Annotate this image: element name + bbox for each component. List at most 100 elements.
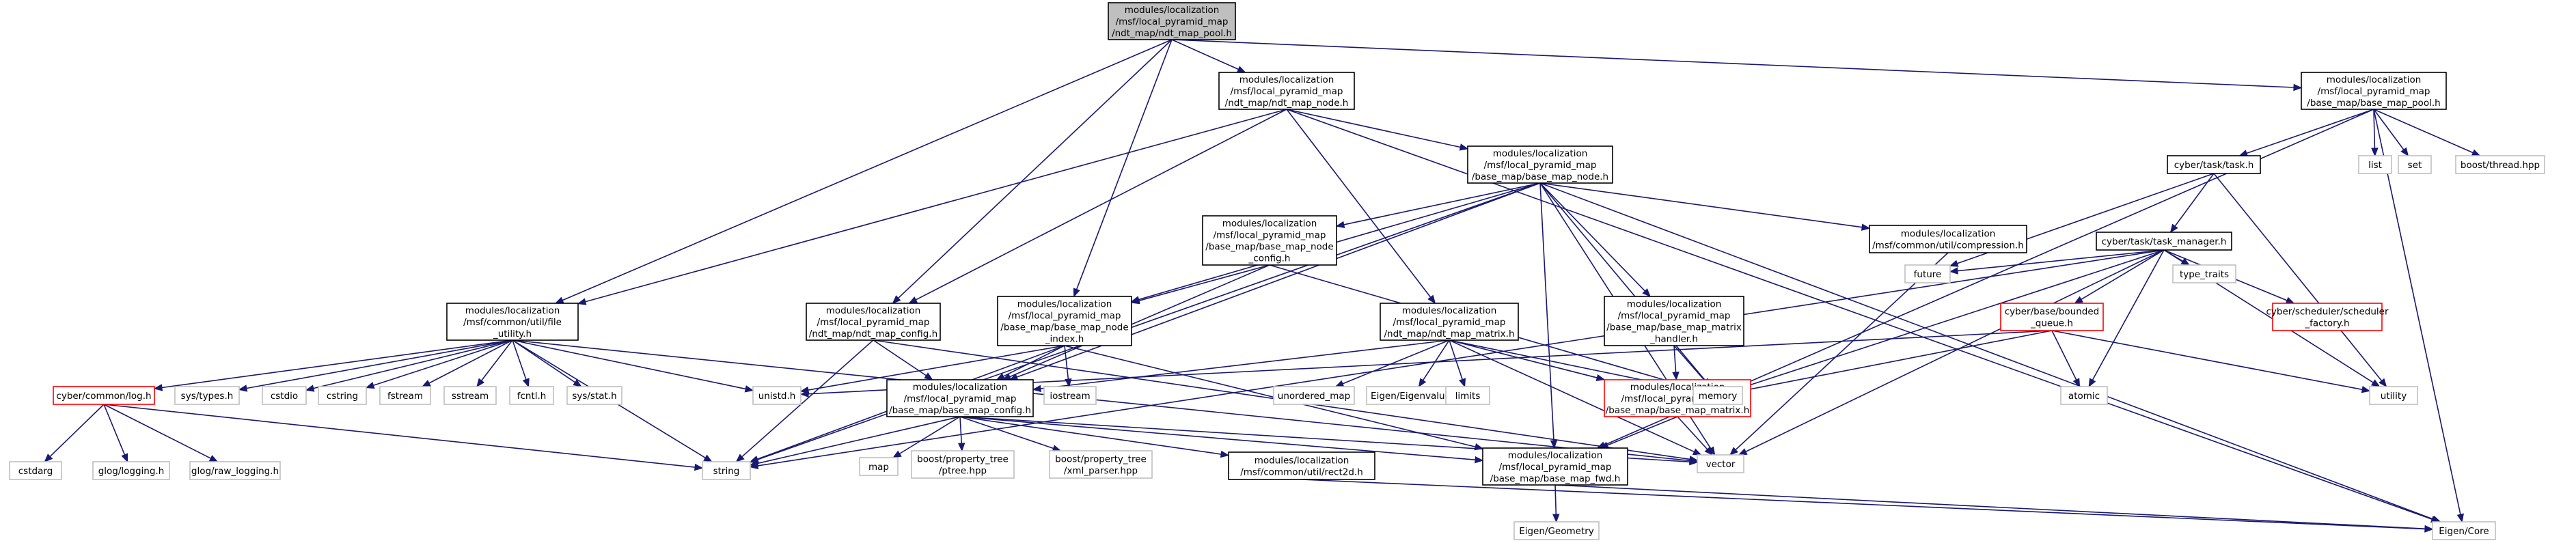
node-label-line: iostream	[1050, 391, 1090, 402]
node-label-line: atomic	[2068, 391, 2100, 402]
node-box	[1467, 145, 1613, 184]
node-task-manager[interactable]: cyber/task/task_manager.h	[2096, 232, 2232, 251]
node-map[interactable]: map	[859, 457, 899, 476]
node-cstdarg[interactable]: cstdarg	[9, 461, 62, 480]
edge-arrowhead	[1459, 378, 1466, 388]
node-compression[interactable]: modules/localization/msf/common/util/com…	[1869, 225, 2027, 253]
node-file-utility[interactable]: modules/localization/msf/common/util/fil…	[446, 303, 579, 341]
edge-line	[959, 416, 1222, 455]
edge-line	[1075, 39, 1173, 290]
node-box	[1904, 264, 1951, 283]
node-base-map-matrix-handler[interactable]: modules/localization/msf/local_pyramid_m…	[1604, 296, 1744, 346]
node-ndt-map-config[interactable]: modules/localization/msf/local_pyramid_m…	[806, 303, 941, 341]
node-fcntl[interactable]: fcntl.h	[509, 386, 554, 405]
node-label-line: /msf/common/util/compression.h	[1872, 240, 2024, 251]
node-limits[interactable]: limits	[1445, 386, 1490, 405]
edge-line	[103, 404, 126, 456]
edge-line	[103, 404, 696, 468]
edge-base-map-fwd-to-eigen-geometry	[1552, 484, 1560, 523]
node-fstream[interactable]: fstream	[379, 386, 431, 405]
node-utility[interactable]: utility	[2369, 386, 2418, 405]
node-label-line: type_traits	[2180, 269, 2229, 280]
node-cstring[interactable]: cstring	[318, 386, 367, 405]
edge-line	[1138, 264, 1270, 302]
node-base-map-node-index[interactable]: modules/localization/msf/local_pyramid_m…	[997, 296, 1132, 346]
node-box	[2398, 155, 2432, 174]
node-sstream[interactable]: sstream	[443, 386, 497, 405]
node-iostream[interactable]: iostream	[1043, 386, 1097, 405]
edge-line	[1343, 182, 1541, 225]
node-base-map-config[interactable]: modules/localization/msf/local_pyramid_m…	[886, 379, 1034, 417]
node-eigen-core[interactable]: Eigen/Core	[2432, 521, 2496, 540]
node-eigen-geometry[interactable]: Eigen/Geometry	[1513, 521, 1600, 540]
node-bounded-queue[interactable]: cyber/base/bounded_queue.h	[2000, 303, 2104, 331]
node-sys-types[interactable]: sys/types.h	[174, 386, 240, 405]
node-future[interactable]: future	[1904, 264, 1951, 283]
edge-arrowhead	[2072, 378, 2081, 388]
node-base-map-node[interactable]: modules/localization/msf/local_pyramid_m…	[1467, 145, 1613, 184]
node-memory[interactable]: memory	[1693, 386, 1743, 405]
node-ndt-map-node[interactable]: modules/localization/msf/local_pyramid_m…	[1218, 72, 1355, 110]
node-root[interactable]: modules/localization/msf/local_pyramid_m…	[1108, 2, 1236, 40]
node-ptree[interactable]: boost/property_tree/ptree.hpp	[911, 450, 1015, 479]
node-box	[443, 386, 497, 405]
edge-file-utility-to-sys-types	[238, 339, 513, 392]
node-sys-stat[interactable]: sys/stat.h	[566, 386, 622, 405]
edge-line	[959, 416, 963, 444]
edge-arrowhead	[799, 390, 809, 398]
node-scheduler-factory[interactable]: cyber/scheduler/scheduler_factory.h	[2266, 303, 2389, 331]
edge-arrowhead	[749, 462, 759, 470]
node-unistd[interactable]: unistd.h	[752, 386, 801, 405]
node-box	[174, 386, 240, 405]
edge-line	[741, 339, 874, 458]
node-unordered-map[interactable]: unordered_map	[1273, 386, 1355, 405]
node-list[interactable]: list	[2358, 155, 2392, 174]
node-rect2d[interactable]: modules/localization/msf/common/util/rec…	[1228, 451, 1375, 480]
node-set[interactable]: set	[2398, 155, 2432, 174]
node-log[interactable]: cyber/common/log.h	[53, 386, 155, 405]
edge-line	[373, 339, 513, 386]
node-task[interactable]: cyber/task/task.h	[2167, 155, 2261, 174]
node-boost-thread[interactable]: boost/thread.hpp	[2455, 155, 2545, 174]
edge-rect2d-to-eigen-core	[1301, 479, 2434, 533]
node-type-traits[interactable]: type_traits	[2172, 264, 2236, 283]
edge-ndt-map-node-to-base-map-node	[1286, 109, 1469, 151]
edge-line	[2174, 173, 2215, 227]
node-string[interactable]: string	[702, 461, 751, 480]
node-label-line: future	[1914, 269, 1942, 280]
node-label-line: _index.h	[1045, 333, 1084, 344]
node-ndt-map-matrix[interactable]: modules/localization/msf/local_pyramid_m…	[1380, 303, 1519, 341]
edge-line	[512, 339, 746, 390]
node-label-line: /base_map/base_map_fwd.h	[1490, 473, 1621, 484]
node-box	[53, 386, 155, 405]
node-base-map-pool[interactable]: modules/localization/msf/local_pyramid_m…	[2301, 72, 2447, 110]
node-box	[911, 450, 1015, 479]
node-label-line: cyber/common/log.h	[56, 391, 151, 402]
node-box	[446, 303, 579, 341]
node-glog-raw-logging[interactable]: glog/raw_logging.h	[189, 461, 281, 480]
edge-arrowhead	[1427, 294, 1436, 305]
node-box	[2172, 264, 2236, 283]
node-vector[interactable]: vector	[1697, 454, 1744, 473]
edge-arrowhead	[573, 379, 582, 387]
edge-line	[246, 339, 513, 389]
edge-line	[808, 345, 1065, 391]
edge-arrowhead	[577, 298, 587, 305]
node-label-line: _queue.h	[2030, 318, 2073, 329]
node-atomic[interactable]: atomic	[2060, 386, 2108, 405]
node-eigenvalues[interactable]: Eigen/Eigenvalues	[1366, 386, 1460, 405]
edge-line	[2246, 109, 2374, 154]
node-label-line: glog/raw_logging.h	[191, 466, 279, 477]
node-base-map-fwd[interactable]: modules/localization/msf/local_pyramid_m…	[1482, 447, 1628, 486]
edge-base-map-node-to-base-map-fwd	[1539, 182, 1558, 449]
node-glog-logging[interactable]: glog/logging.h	[92, 461, 170, 480]
node-label-line: modules/localization	[1222, 218, 1317, 229]
node-box	[1697, 454, 1744, 473]
node-box	[806, 303, 941, 341]
node-base-map-node-config[interactable]: modules/localization/msf/local_pyramid_m…	[1202, 215, 1337, 266]
node-cstdio[interactable]: cstdio	[262, 386, 307, 405]
edge-arrowhead	[238, 385, 248, 392]
edge-line	[1286, 109, 1431, 298]
node-xml-parser[interactable]: boost/property_tree/xml_parser.hpp	[1049, 450, 1153, 479]
edge-line	[1539, 182, 1863, 228]
